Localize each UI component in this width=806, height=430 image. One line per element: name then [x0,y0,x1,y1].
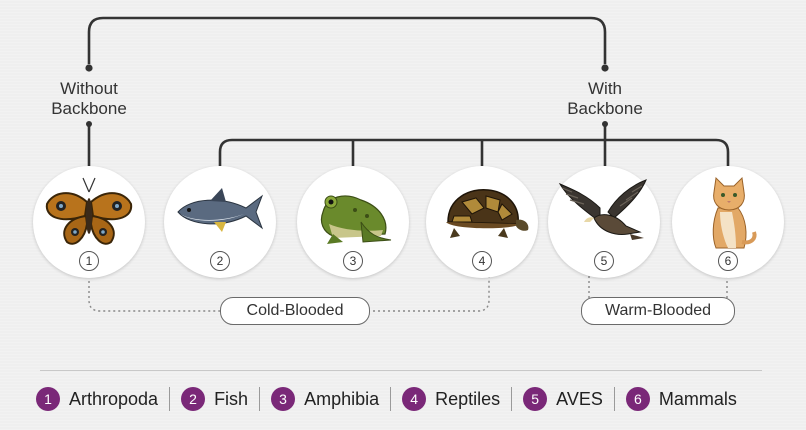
legend-label: Fish [214,388,249,409]
legend: 1 Arthropoda 2 Fish 3 Amphibia 4 Reptile… [36,384,748,414]
node-number: 1 [79,251,99,271]
node-number: 2 [210,251,230,271]
frog-icon [320,195,392,244]
legend-number-badge: 3 [271,387,296,411]
cold-bracket [88,276,490,312]
warm-blooded-label: Warm-Blooded [581,297,735,325]
top-connector [87,16,607,64]
node-amphibia: 3 [297,166,409,278]
fish-icon [177,188,264,232]
legend-label: Arthropoda [69,388,159,409]
legend-divider [40,370,762,371]
legend-item-arthropoda: 1 Arthropoda [36,387,169,411]
legend-number-badge: 5 [523,387,548,411]
node-number: 5 [594,251,614,271]
turtle-icon [446,189,529,238]
legend-separator [169,387,171,411]
legend-number-badge: 2 [181,387,206,411]
stem-dot-with [602,121,608,127]
legend-separator [511,387,513,411]
legend-item-mammals: 6 Mammals [615,387,748,411]
legend-item-fish: 2 Fish [170,387,259,411]
legend-item-reptiles: 4 Reptiles [391,387,511,411]
legend-item-amphibia: 3 Amphibia [260,387,390,411]
cat-icon [712,176,757,249]
node-number: 4 [472,251,492,271]
node-reptiles: 4 [426,166,538,278]
cold-blooded-label: Cold-Blooded [220,297,370,325]
node-fish: 2 [164,166,276,278]
eagle-icon [558,179,647,240]
legend-number-badge: 6 [625,387,650,411]
branch-label-without-backbone: Without Backbone [51,79,127,118]
node-aves: 5 [548,166,660,278]
branch-dot-without [85,64,93,72]
branch-dot-with [601,64,609,72]
legend-label: Amphibia [304,388,380,409]
warm-bracket [588,276,728,300]
node-mammals: 6 [672,166,784,278]
legend-number-badge: 4 [402,387,427,411]
legend-label: AVES [556,388,603,409]
node-number: 6 [718,251,738,271]
branch-label-with-backbone: With Backbone [567,79,643,118]
legend-separator [259,387,261,411]
stem-dot-without [86,121,92,127]
vertebrate-bracket [218,138,730,166]
node-number: 3 [343,251,363,271]
butterfly-icon [45,177,133,245]
node-arthropoda: 1 [33,166,145,278]
legend-separator [613,387,615,411]
legend-label: Reptiles [435,388,501,409]
legend-separator [390,387,392,411]
legend-number-badge: 1 [36,387,60,411]
legend-label: Mammals [658,388,737,409]
legend-item-aves: 5 AVES [512,387,614,411]
